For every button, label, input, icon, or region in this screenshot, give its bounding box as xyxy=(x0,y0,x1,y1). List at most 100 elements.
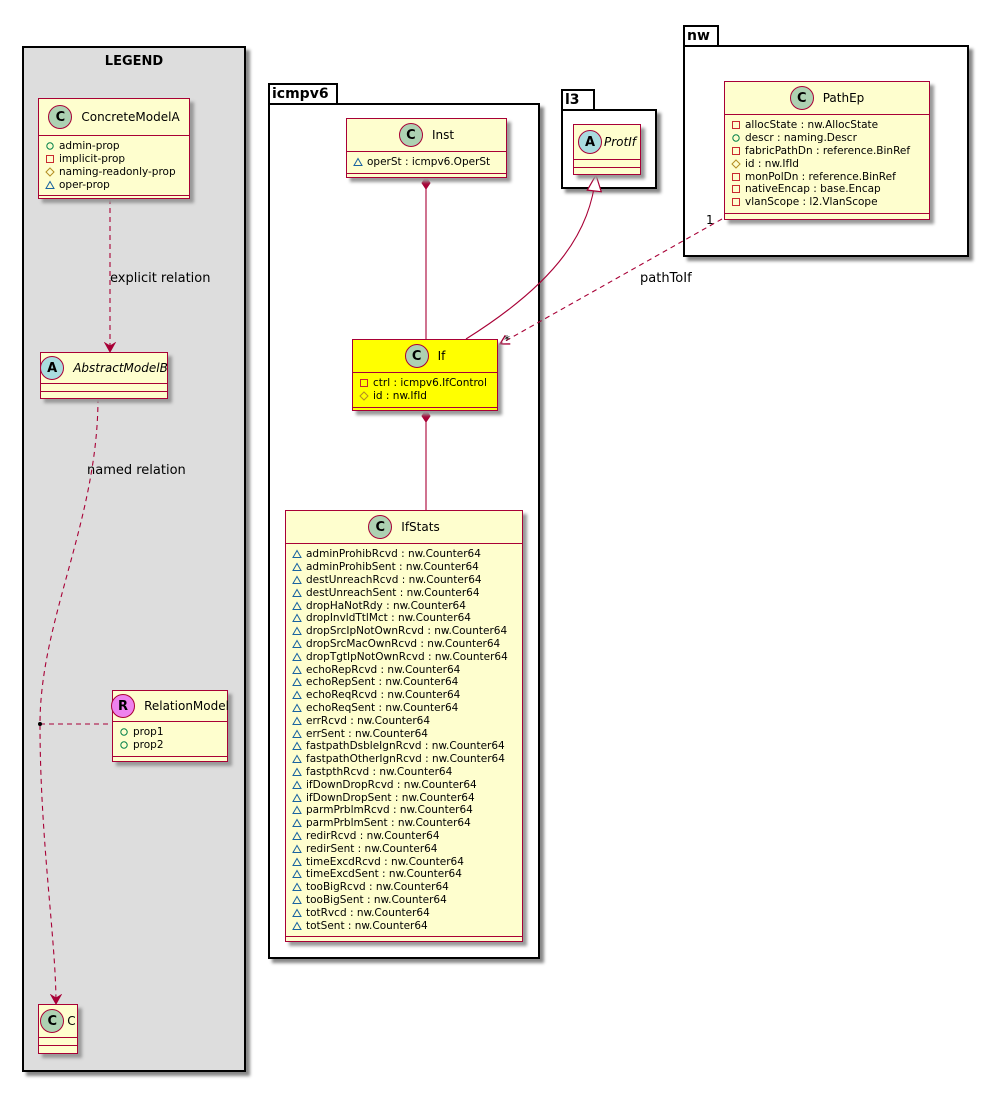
pathtoif-multiplicity-source: 1 xyxy=(706,213,714,227)
named-relation-line xyxy=(39,397,99,1004)
visibility-marker xyxy=(292,652,306,662)
attribute-text: echoRepRcvd : nw.Counter64 xyxy=(306,663,461,676)
class-attributes: operSt : icmpv6.OperSt xyxy=(347,152,506,174)
class-protif[interactable]: A ProtIf xyxy=(573,124,641,175)
package-visibility-icon xyxy=(292,652,302,661)
pathtoif-label: pathToIf xyxy=(640,271,692,286)
visibility-marker xyxy=(292,805,306,815)
package-visibility-icon xyxy=(292,741,302,751)
visibility-marker xyxy=(292,549,306,559)
class-inst[interactable]: C Inst operSt : icmpv6.OperSt xyxy=(346,118,507,178)
visibility-marker xyxy=(292,601,306,611)
package-l3-name: l3 xyxy=(565,92,580,108)
attribute-text: fastpathOtherIgnRcvd : nw.Counter64 xyxy=(306,753,505,766)
package-visibility-icon xyxy=(292,895,302,904)
attribute-text: id : nw.IfId xyxy=(745,157,799,170)
package-visibility-icon xyxy=(292,677,302,687)
abstract-stereotype-icon: A xyxy=(578,130,602,154)
attribute-row: timeExcdSent : nw.Counter64 xyxy=(292,868,516,881)
attribute-text: timeExcdRcvd : nw.Counter64 xyxy=(306,855,464,868)
attribute-text: echoReqSent : nw.Counter64 xyxy=(306,701,459,714)
protected-visibility-icon xyxy=(359,391,369,401)
visibility-marker xyxy=(292,767,306,777)
attribute-text: allocState : nw.AllocState xyxy=(745,119,879,132)
visibility-marker xyxy=(292,869,306,879)
visibility-marker xyxy=(359,378,373,388)
attribute-row: id : nw.IfId xyxy=(731,157,923,170)
visibility-marker xyxy=(292,562,306,572)
attribute-row: echoReqRcvd : nw.Counter64 xyxy=(292,689,516,702)
attribute-text: tooBigSent : nw.Counter64 xyxy=(306,893,447,906)
visibility-marker xyxy=(731,172,745,182)
attribute-row: fastpathDsbleIgnRcvd : nw.Counter64 xyxy=(292,740,516,753)
attribute-row: totSent : nw.Counter64 xyxy=(292,919,516,932)
attribute-row: errSent : nw.Counter64 xyxy=(292,727,516,740)
visibility-marker xyxy=(731,120,745,130)
public-visibility-icon xyxy=(46,142,54,151)
attribute-row: adminProhibRcvd : nw.Counter64 xyxy=(292,548,516,561)
class-name: Inst xyxy=(431,128,455,142)
attribute-text: timeExcdSent : nw.Counter64 xyxy=(306,868,462,881)
class-name: AbstractModelB xyxy=(73,361,168,375)
package-visibility-icon xyxy=(292,716,302,725)
package-visibility-icon xyxy=(292,908,302,917)
class-abstract-model-b[interactable]: A AbstractModelB xyxy=(40,352,168,399)
attribute-text: fastpthRcvd : nw.Counter64 xyxy=(306,765,453,778)
class-stereotype-icon: C xyxy=(368,515,393,539)
class-methods xyxy=(574,168,640,177)
pathtoif-multiplicity-target: * xyxy=(504,333,510,347)
attribute-text: monPolDn : reference.BinRef xyxy=(745,170,896,183)
attribute-text: oper-prop xyxy=(59,178,110,191)
attribute-text: naming-readonly-prop xyxy=(59,165,176,178)
attribute-text: ifDownDropRcvd : nw.Counter64 xyxy=(306,778,477,791)
class-name: ProtIf xyxy=(604,135,636,149)
attribute-row: admin-prop xyxy=(45,140,183,153)
package-visibility-icon xyxy=(292,780,302,789)
package-visibility-icon xyxy=(292,920,302,930)
attribute-row: errRcvd : nw.Counter64 xyxy=(292,714,516,727)
abstract-stereotype-icon: A xyxy=(40,356,65,380)
class-ifstats[interactable]: C IfStats adminProhibRcvd : nw.Counter64… xyxy=(285,510,523,942)
attribute-row: monPolDn : reference.BinRef xyxy=(731,170,923,183)
attribute-row: destUnreachSent : nw.Counter64 xyxy=(292,586,516,599)
attribute-row: adminProhibSent : nw.Counter64 xyxy=(292,561,516,574)
association-dot xyxy=(38,722,42,726)
attribute-text: fabricPathDn : reference.BinRef xyxy=(745,144,911,157)
attribute-text: errSent : nw.Counter64 xyxy=(306,727,428,740)
package-visibility-icon xyxy=(292,869,302,879)
class-methods xyxy=(347,174,506,183)
attribute-text: dropSrcIpNotOwnRcvd : nw.Counter64 xyxy=(306,625,508,638)
package-visibility-icon xyxy=(292,588,302,597)
attribute-text: fastpathDsbleIgnRcvd : nw.Counter64 xyxy=(306,740,505,753)
class-c[interactable]: C C xyxy=(38,1004,78,1054)
visibility-marker xyxy=(292,729,306,739)
visibility-marker xyxy=(292,613,306,623)
attribute-text: dropTgtIpNotOwnRcvd : nw.Counter64 xyxy=(306,650,508,663)
attribute-row: echoRepRcvd : nw.Counter64 xyxy=(292,663,516,676)
package-visibility-icon xyxy=(353,157,363,167)
visibility-marker xyxy=(359,391,373,401)
visibility-marker xyxy=(292,818,306,828)
class-name: If xyxy=(437,349,446,363)
visibility-marker xyxy=(292,831,306,841)
attribute-text: admin-prop xyxy=(59,140,120,153)
attribute-row: parmPrblmRcvd : nw.Counter64 xyxy=(292,804,516,817)
protected-visibility-icon xyxy=(45,167,55,177)
private-visibility-icon xyxy=(46,155,54,164)
visibility-marker xyxy=(292,793,306,803)
private-visibility-icon xyxy=(732,198,740,207)
class-methods xyxy=(725,214,929,223)
attribute-row: destUnreachRcvd : nw.Counter64 xyxy=(292,574,516,587)
attribute-row: echoReqSent : nw.Counter64 xyxy=(292,702,516,715)
visibility-marker xyxy=(45,167,59,177)
attribute-text: id : nw.IfId xyxy=(373,390,427,403)
attribute-row: descr : naming.Descr xyxy=(731,132,923,145)
package-visibility-icon xyxy=(292,844,302,853)
